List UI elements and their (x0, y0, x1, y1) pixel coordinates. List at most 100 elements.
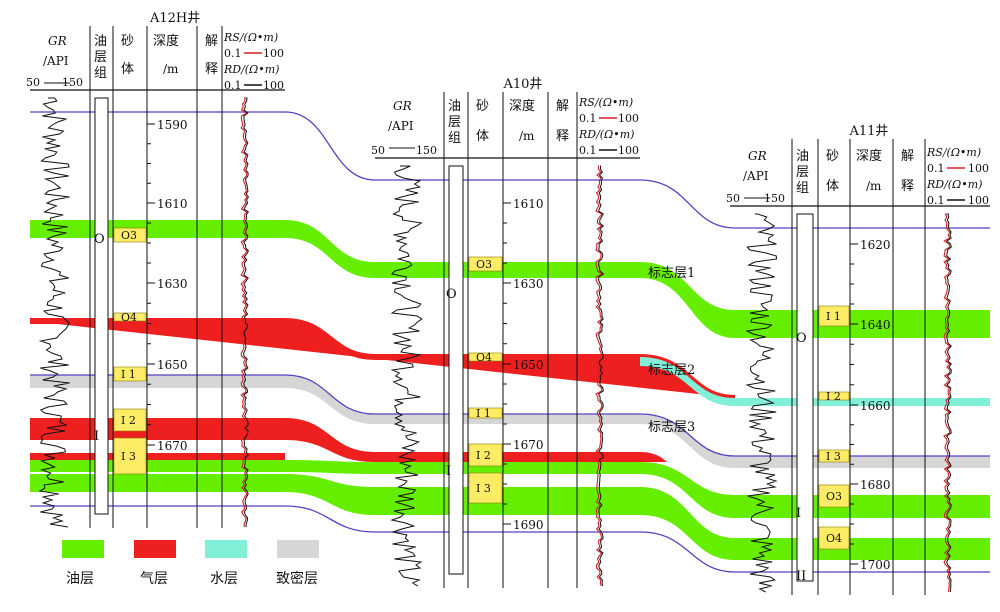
rd-min: 0.1 (927, 194, 945, 207)
depth-label-4: 1690 (513, 518, 544, 532)
rd-max: 100 (618, 144, 639, 157)
sand-label-0: O3 (476, 258, 492, 271)
depth-label: 深度 (509, 98, 535, 114)
depth-label-3: 1670 (513, 438, 544, 452)
gr-min-label: 50 (371, 144, 385, 157)
marker-label-2: 标志层2 (648, 363, 695, 378)
well-name: A10井 (503, 77, 543, 92)
sand-char-1: 体 (121, 62, 134, 77)
rd-max: 100 (968, 194, 989, 207)
depth-label-3: 1680 (860, 478, 891, 492)
sand-label-0: I 1 (826, 310, 841, 323)
marker-top-line (30, 111, 990, 229)
rd-label: RD/(Ω•m) (926, 178, 982, 191)
legend-label-tight: 致密层 (276, 570, 318, 587)
oilgroup-char-1: 层 (448, 115, 461, 130)
gr-label: GR (48, 34, 67, 48)
sand-char-1: 体 (826, 179, 839, 194)
rd-label: RD/(Ω•m) (578, 128, 634, 141)
depth-label-2: 1630 (157, 277, 188, 291)
depth-label: 深度 (856, 148, 882, 164)
rd-label: RD/(Ω•m) (223, 63, 279, 76)
rs-curve (943, 213, 951, 593)
marker-lines (30, 111, 990, 573)
rd-min: 0.1 (579, 144, 597, 157)
sand-label-3: I 2 (121, 414, 136, 427)
depth-label-0: 1590 (157, 118, 188, 132)
band-i3-oil-upper (30, 460, 990, 518)
rs-label: RS/(Ω•m) (578, 96, 633, 109)
band-i1-tight (30, 375, 990, 468)
rd-min: 0.1 (224, 79, 242, 92)
sand-box-4 (468, 472, 503, 504)
depth-label-2: 1660 (860, 399, 891, 413)
group-label-1: I (796, 506, 801, 521)
correlation-bands (30, 220, 990, 560)
group-label-0: O (94, 232, 105, 247)
sand-box-4 (818, 526, 850, 550)
sand-char-0: 砂 (826, 149, 839, 164)
depth-unit: /m (163, 62, 179, 76)
rs-max: 100 (263, 47, 284, 60)
band-o4-water (640, 357, 990, 406)
sand-char-1: 体 (476, 129, 489, 144)
sand-box-2 (468, 407, 503, 419)
interp-char-0: 解 (901, 149, 914, 164)
sand-label-2: I 1 (121, 368, 136, 381)
legend: 油层 气层 水层 致密层 (62, 540, 319, 587)
depth-label-1: 1610 (157, 197, 188, 211)
gr-max-label: 150 (416, 144, 437, 157)
sand-box-1 (468, 352, 503, 362)
gr-min-label: 50 (26, 76, 40, 89)
depth-label-2: 1650 (513, 358, 544, 372)
sand-box-0 (468, 256, 503, 272)
well-name: A12H井 (149, 11, 200, 26)
interp-char-0: 解 (556, 99, 569, 114)
well-name: A11井 (849, 124, 889, 139)
depth-label-0: 1620 (860, 238, 891, 252)
sand-box-0 (818, 305, 850, 327)
sand-box-2 (818, 449, 850, 463)
sand-label-2: I 1 (476, 407, 491, 420)
depth-label-1: 1630 (513, 277, 544, 291)
group-label-0: O (796, 331, 807, 346)
interp-char-1: 释 (205, 62, 218, 77)
oilgroup-char-2: 组 (94, 66, 107, 81)
rs-max: 100 (618, 112, 639, 125)
oilgroup-column (796, 213, 814, 582)
gr-curve (38, 97, 70, 528)
sand-box-3 (468, 443, 503, 467)
rs-min: 0.1 (579, 112, 597, 125)
marker-label-1: 标志层1 (648, 266, 695, 281)
gr-label: GR (393, 99, 412, 113)
sand-label-1: O4 (476, 351, 492, 364)
rs-min: 0.1 (927, 162, 945, 175)
group-label-1: I (446, 464, 451, 479)
oilgroup-char-2: 组 (796, 181, 809, 196)
api-label: /API (388, 119, 414, 133)
rs-curve (240, 97, 248, 527)
depth-label: 深度 (153, 33, 179, 49)
sand-box-4 (113, 437, 147, 475)
depth-label-3: 1650 (157, 358, 188, 372)
sand-label-1: O4 (121, 311, 137, 324)
interp-char-1: 释 (556, 129, 569, 144)
sand-label-3: O3 (826, 490, 842, 503)
depth-unit: /m (519, 129, 535, 143)
sand-label-4: O4 (826, 532, 842, 545)
interp-char-1: 释 (901, 179, 914, 194)
band-i3-gas (30, 453, 285, 460)
rs-label: RS/(Ω•m) (926, 146, 981, 159)
rs-min: 0.1 (224, 47, 242, 60)
oilgroup-column (94, 97, 109, 515)
oilgroup-char-1: 层 (796, 165, 809, 180)
rd-curve (597, 165, 605, 587)
interp-char-0: 解 (205, 34, 218, 49)
gr-curve (390, 165, 423, 587)
depth-label-4: 1700 (860, 558, 891, 572)
sand-label-2: I 3 (826, 450, 841, 463)
legend-swatch-gas (134, 540, 176, 558)
